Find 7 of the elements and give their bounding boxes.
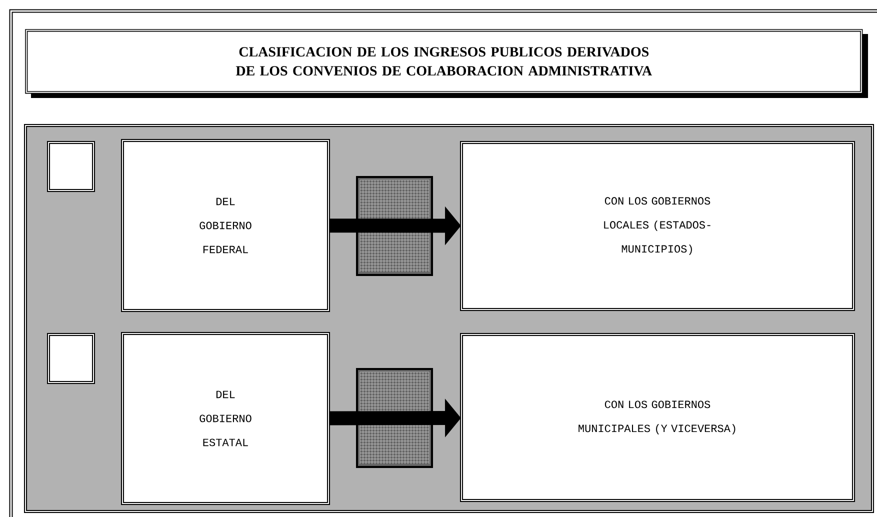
text-box: DEL GOBIERNO ESTATAL <box>121 332 330 505</box>
title-box: CLASIFICACION DE LOS INGRESOS PUBLICOS DERIVADOS DE LOS CONVENIOS DE COLABORACION ADMINISTRATIVA <box>25 29 863 94</box>
text-box: CON LOS GOBIERNOS MUNICIPALES (Y VICEVERSA) <box>460 333 856 502</box>
empty-square <box>47 141 95 192</box>
text-box: CON LOS GOBIERNOS LOCALES (ESTADOS-MUNICIPIOS) <box>460 141 856 311</box>
empty-square <box>47 333 95 384</box>
text-box: DEL GOBIERNO FEDERAL <box>121 139 330 312</box>
